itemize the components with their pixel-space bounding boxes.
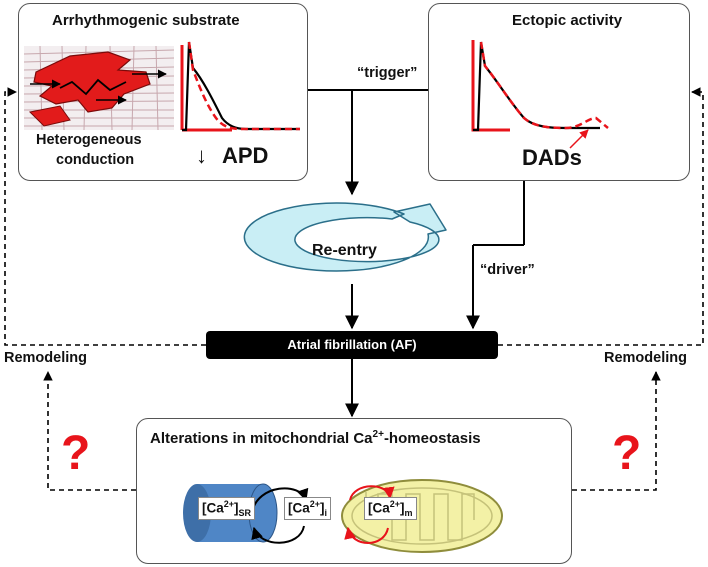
mito-title-end: -homeostasis — [383, 430, 481, 447]
ca-i-sub: i — [324, 508, 328, 519]
tissue-illustration — [23, 45, 175, 131]
apd-arrow: ↓ — [196, 143, 207, 168]
mito-title: Alterations in mitochondrial Ca2+-homeos… — [150, 429, 481, 447]
ca-sr-sup: 2+ — [223, 499, 235, 509]
trigger-label: “trigger” — [357, 65, 418, 81]
conduction-label: conduction — [56, 152, 135, 168]
substrate-title: Arrhythmogenic substrate — [52, 12, 240, 29]
apd-label: APD — [222, 143, 269, 168]
remodeling-right: Remodeling — [604, 350, 687, 366]
ca-sr-base: [Ca — [202, 500, 224, 516]
ca-m-base: [Ca — [368, 500, 390, 516]
remodeling-loops — [4, 87, 704, 491]
ca-sr-label: [Ca2+]SR — [198, 497, 256, 521]
ca-i-label: [Ca2+]i — [284, 497, 332, 521]
question-mark-left: ? — [61, 427, 91, 480]
mito-title-main: Alterations in mitochondrial Ca — [150, 430, 373, 447]
remodeling-left: Remodeling — [4, 350, 87, 366]
ectopic-title: Ectopic activity — [512, 12, 623, 29]
ca-sr-sub: SR — [238, 508, 252, 519]
ca-i-close: ] — [320, 500, 325, 516]
mito-title-sup: 2+ — [372, 429, 384, 440]
ca-m-sup: 2+ — [389, 499, 401, 509]
driver-label: “driver” — [480, 262, 535, 278]
ca-sr-close: ] — [234, 500, 239, 516]
question-mark-right: ? — [612, 427, 642, 480]
ca-i-sup: 2+ — [309, 499, 321, 509]
ca-m-label: [Ca2+]m — [364, 497, 417, 521]
dads-label: DADs — [522, 145, 582, 170]
reentry-arrow — [243, 202, 447, 272]
dad-trace — [471, 40, 609, 149]
heterogeneous-label: Heterogeneous — [36, 132, 142, 148]
ca-m-close: ] — [400, 500, 405, 516]
apd-trace — [180, 41, 300, 132]
af-bar — [206, 331, 498, 359]
ca-m-sub: m — [404, 508, 413, 519]
ca-i-base: [Ca — [288, 500, 310, 516]
af-label: Atrial fibrillation (AF) — [287, 337, 417, 352]
reentry-label: Re-entry — [312, 242, 377, 259]
